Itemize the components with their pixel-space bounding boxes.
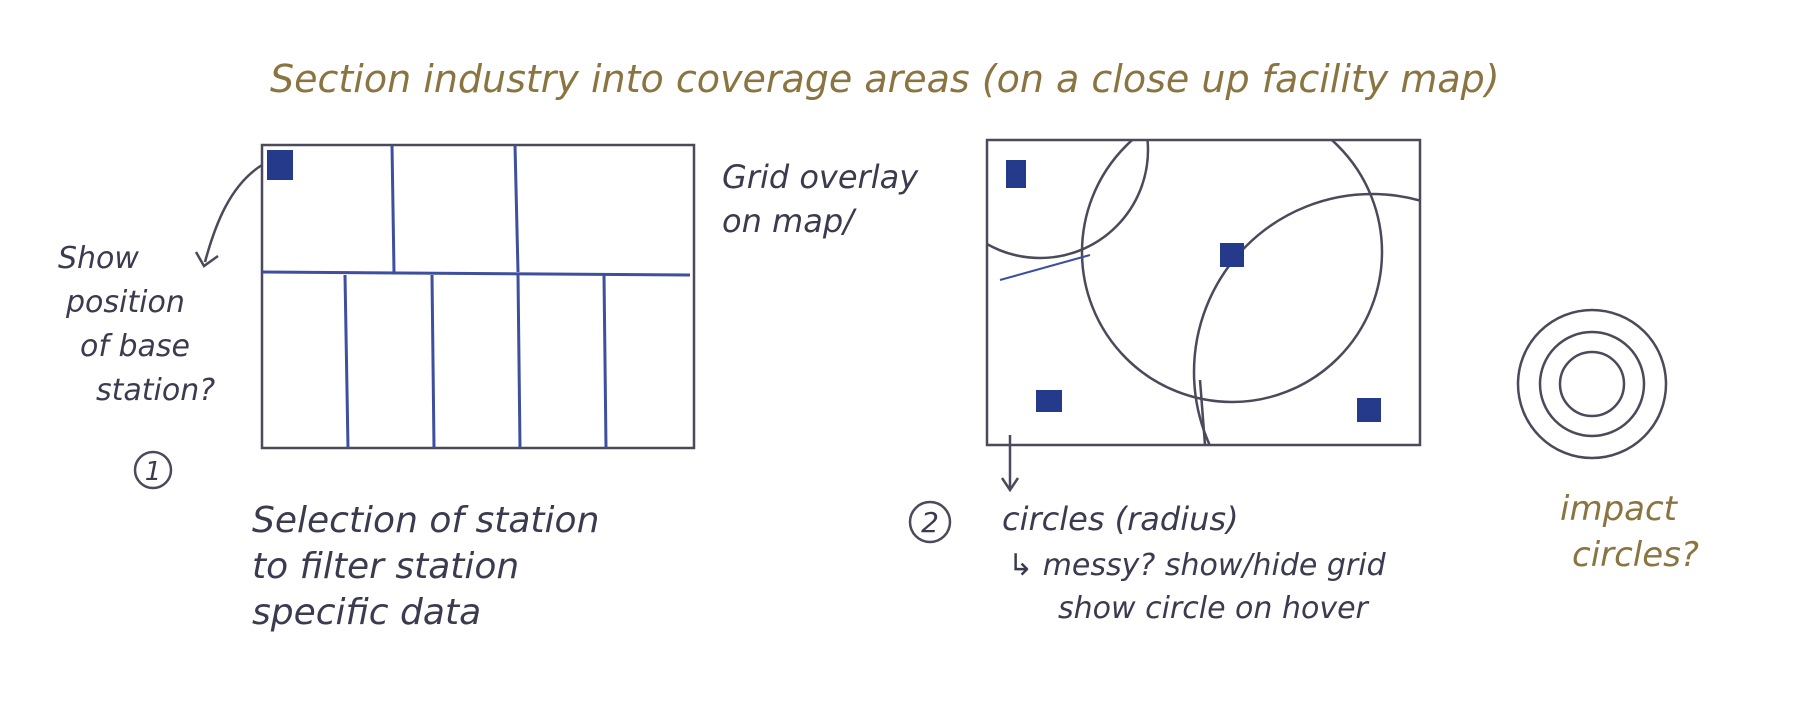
panel-number-1-circle <box>133 450 173 490</box>
grid-overlay-note: Grid overlay on map/ <box>722 158 919 240</box>
svg-text:station?: station? <box>96 373 215 408</box>
panel-number-2: 2 <box>921 506 939 539</box>
station-marker-center <box>1220 243 1244 267</box>
impact-circles-caption: impact circles? <box>1560 489 1699 575</box>
svg-text:impact: impact <box>1560 489 1679 529</box>
coverage-circles-map <box>985 138 1422 447</box>
arrow-to-note <box>203 163 263 263</box>
panel-number-2-circle <box>908 500 952 544</box>
base-station-note: Show position of base station? <box>58 241 215 408</box>
panel-2-caption: circles (radius) ↳ messy? show/hide grid… <box>1002 500 1387 626</box>
station-marker-bottom-right <box>1357 398 1381 422</box>
svg-text:of base: of base <box>80 329 190 364</box>
sketch-title: Section industry into coverage areas (on… <box>270 57 1500 101</box>
station-marker-bottom-left <box>1036 390 1062 412</box>
svg-text:↳ messy? show/hide grid: ↳ messy? show/hide grid <box>1008 548 1387 583</box>
base-station-marker <box>267 150 293 180</box>
svg-text:circles?: circles? <box>1572 535 1699 575</box>
panel-number-1: 1 <box>145 457 162 487</box>
panel-1-caption: Selection of station to filter station s… <box>252 500 599 633</box>
svg-text:circles (radius): circles (radius) <box>1002 500 1239 538</box>
impact-circles-diagram <box>1516 308 1668 460</box>
svg-text:specific data: specific data <box>252 592 481 633</box>
svg-text:Selection of station: Selection of station <box>252 500 599 541</box>
svg-text:Grid overlay: Grid overlay <box>722 158 919 196</box>
svg-text:position: position <box>65 285 185 320</box>
svg-text:show circle on hover: show circle on hover <box>1058 591 1370 626</box>
svg-text:Show: Show <box>58 241 139 276</box>
station-marker-top-left <box>1006 160 1026 188</box>
grid-overlay-map <box>260 143 696 450</box>
svg-text:to filter station: to filter station <box>252 546 519 587</box>
svg-text:on map/: on map/ <box>722 202 857 240</box>
